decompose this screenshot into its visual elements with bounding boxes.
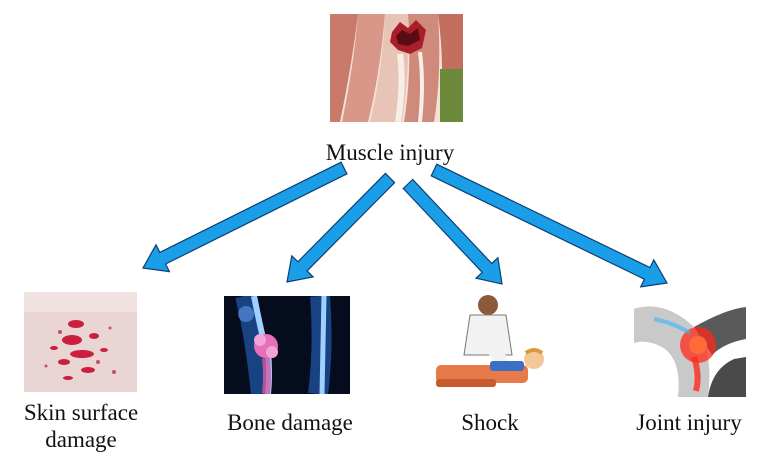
skin-label-line1: Skin surface: [4, 400, 158, 426]
bone-label: Bone damage: [205, 410, 375, 436]
shock-label: Shock: [420, 410, 560, 436]
bone-damage-image: [224, 296, 350, 394]
joint-label: Joint injury: [618, 410, 760, 436]
skin-label-line2: damage: [4, 427, 158, 453]
shock-image: [430, 293, 556, 391]
joint-injury-image: [634, 299, 746, 397]
arrow-to-joint: [431, 164, 667, 287]
skin-damage-image: [24, 292, 137, 392]
